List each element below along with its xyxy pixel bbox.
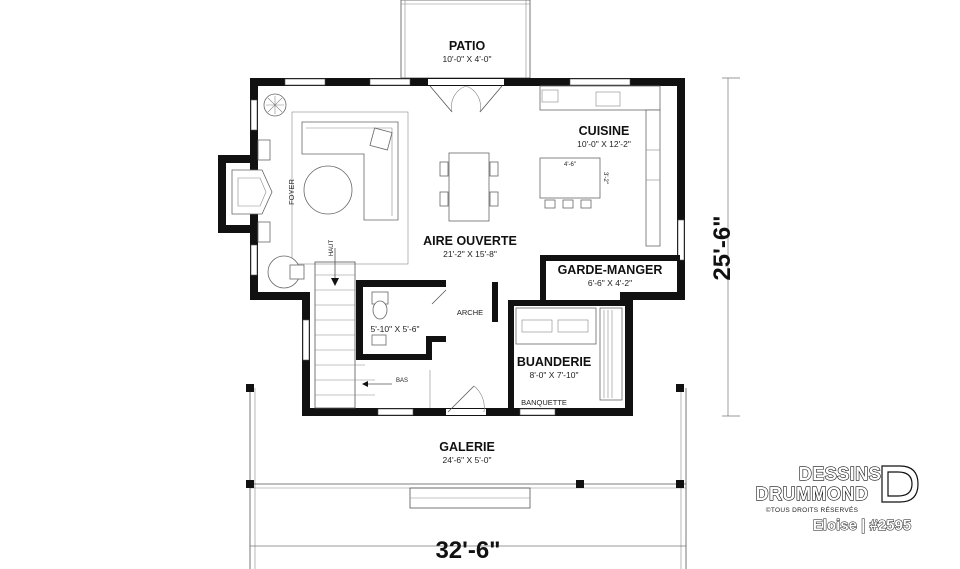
aire-ouverte-dims: 21'-2" X 15'-8" bbox=[443, 249, 497, 259]
island-width-label: 4'-6" bbox=[564, 162, 576, 168]
buanderie-label: BUANDERIE bbox=[517, 355, 591, 369]
model-label: Eloise | #2595 bbox=[813, 517, 911, 534]
aire-ouverte-label: AIRE OUVERTE bbox=[423, 234, 517, 248]
kitchen bbox=[539, 85, 661, 247]
logo-line2: DRUMMOND bbox=[756, 484, 869, 504]
arche-label: ARCHE bbox=[457, 308, 483, 317]
living-furniture bbox=[263, 93, 409, 289]
salle-eau-dims: 5'-10" X 5'-6" bbox=[371, 324, 420, 334]
logo-rights: ©TOUS DROITS RÉSERVÉS bbox=[766, 505, 859, 514]
patio-door bbox=[428, 79, 504, 113]
buanderie-dims: 8'-0" X 7'-10" bbox=[530, 370, 579, 380]
galerie-deck bbox=[246, 384, 687, 569]
fireplace bbox=[231, 139, 273, 243]
patio-dims: 10'-0" X 4'-0" bbox=[443, 54, 492, 64]
interior-walls bbox=[356, 255, 680, 410]
garde-manger-label: GARDE-MANGER bbox=[558, 263, 663, 277]
laundry-fixtures bbox=[515, 307, 623, 401]
galerie-dims: 24'-6" X 5'-0" bbox=[443, 455, 492, 465]
dessins-drummond-logo: DESSINS DRUMMOND ©TOUS DROITS RÉSERVÉS bbox=[755, 463, 919, 514]
cuisine-label: CUISINE bbox=[579, 124, 630, 138]
dimension-lines bbox=[249, 77, 740, 554]
overall-width: 32'-6" bbox=[435, 537, 500, 564]
haut-label: HAUT bbox=[329, 240, 335, 257]
island-depth-label: 3'-2" bbox=[602, 172, 608, 184]
garde-manger-dims: 6'-6" X 4'-2" bbox=[588, 278, 632, 288]
patio-label: PATIO bbox=[449, 39, 486, 53]
stairs bbox=[314, 248, 392, 409]
windows bbox=[250, 78, 685, 416]
bas-label: BAS bbox=[396, 378, 408, 384]
banquette-label: BANQUETTE bbox=[521, 398, 567, 407]
galerie-label: GALERIE bbox=[439, 440, 495, 454]
dining-table bbox=[439, 152, 499, 222]
cuisine-dims: 10'-0" X 12'-2" bbox=[577, 139, 631, 149]
logo-line1: DESSINS bbox=[799, 464, 882, 484]
overall-depth: 25'-6" bbox=[709, 215, 736, 280]
foyer-label: FOYER bbox=[287, 179, 296, 205]
powder-room-fixtures bbox=[371, 289, 447, 346]
logo-d-mark-icon bbox=[881, 465, 919, 503]
entry-door bbox=[429, 370, 486, 415]
